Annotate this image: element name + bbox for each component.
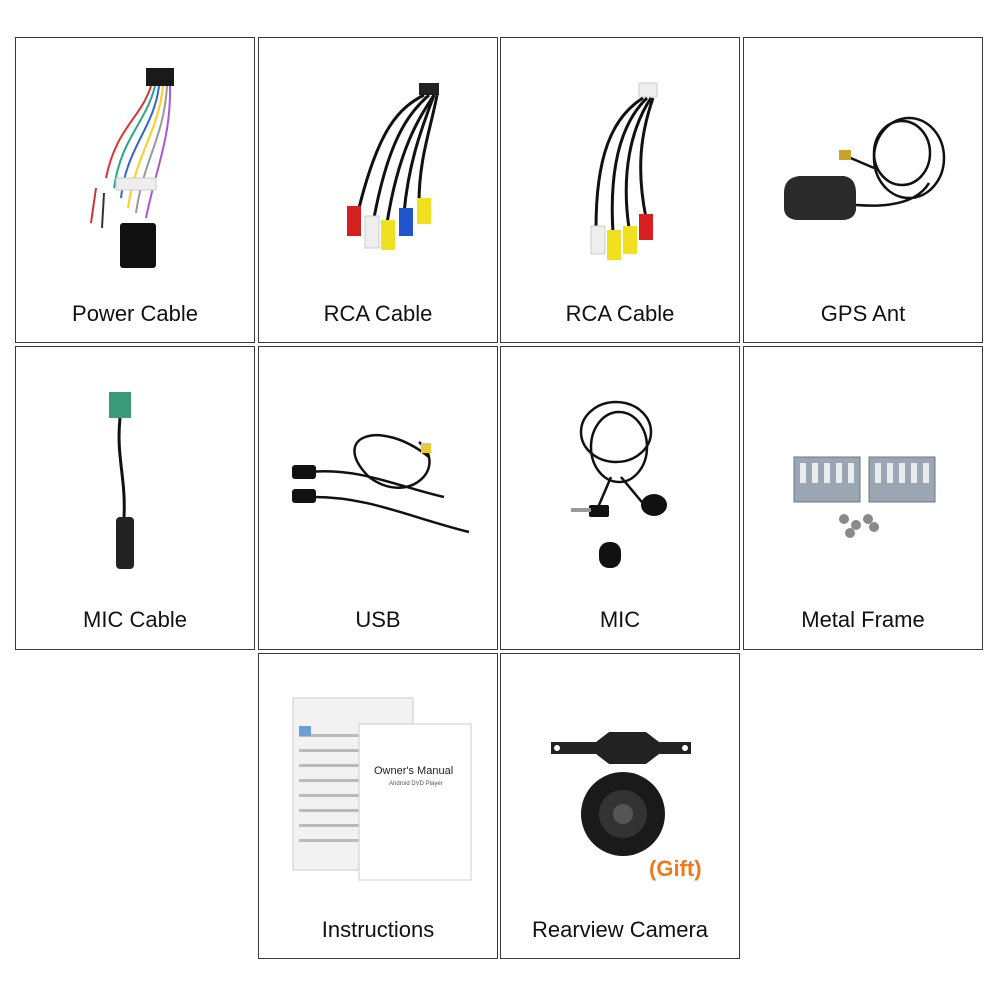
item-label: MIC [599,607,641,632]
camera-image [551,732,691,856]
item-rearview-camera: (Gift) Rearview Camera [500,653,740,959]
item-label: USB [355,607,401,632]
item-rca-cable-2: RCA Cable [500,37,740,343]
manual-image [292,697,472,881]
microphone-image [571,400,667,568]
manual-subtitle: Android DVD Player [389,781,443,787]
mic-cable-image [109,392,134,569]
item-label: Rearview Camera [531,917,709,942]
item-label: RCA Cable [323,301,433,326]
item-label: RCA Cable [565,301,675,326]
rca-cable-image [347,83,439,250]
metal-frame-image [793,456,936,538]
gps-antenna-image [784,116,946,220]
item-label: Power Cable [72,301,198,326]
item-power-cable: Power Cable [15,37,255,343]
item-instructions: Owner's Manual Android DVD Player Instru… [258,653,498,959]
item-usb: USB [258,346,498,650]
item-metal-frame: Metal Frame [743,346,983,650]
item-mic: MIC [500,346,740,650]
item-rca-cable: RCA Cable [258,37,498,343]
rca-cable-image [590,82,658,260]
item-label: Instructions [321,917,435,942]
gift-badge: (Gift) [649,856,702,881]
item-label: Metal Frame [801,607,925,632]
manual-title: Owner's Manual [374,765,454,777]
usb-cable-image [292,434,470,534]
item-label: MIC Cable [83,607,187,632]
item-label: GPS Ant [820,301,906,326]
item-mic-cable: MIC Cable [15,346,255,650]
power-cable-image [90,68,174,268]
item-gps-ant: GPS Ant [743,37,983,343]
